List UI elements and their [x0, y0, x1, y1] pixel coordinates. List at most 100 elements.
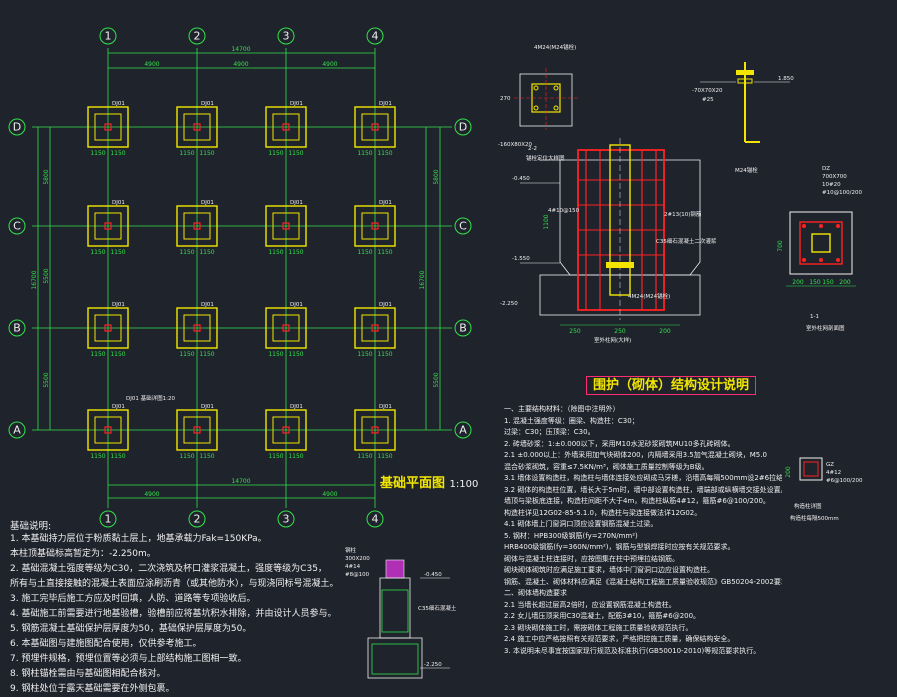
- footing-dim-left: 1150: [179, 351, 194, 358]
- dim-total-right: 16700: [419, 270, 426, 289]
- dim-span-1: 4900: [144, 61, 159, 68]
- footing-dim-left: 1150: [90, 249, 105, 256]
- axis-bubble-circle: [188, 510, 206, 528]
- column-stub: [282, 324, 290, 332]
- d11-dim-2: 150: [809, 279, 821, 286]
- gz-text-a: 4#12: [826, 470, 841, 476]
- section-elev-mid: -1.550: [512, 256, 530, 262]
- axis-top-4: 4: [366, 27, 384, 45]
- d11-dim-4: 200: [839, 279, 851, 286]
- d11-text-c: 10#20: [822, 182, 841, 188]
- section-note-a: 2#13(10)钢筋: [664, 210, 702, 218]
- fs-note: C35细石混凝土: [418, 604, 457, 612]
- footing-label: DJ01: [290, 101, 303, 107]
- footing-inner: [94, 212, 122, 240]
- dim-span-2: 4900: [233, 61, 248, 68]
- axis-right-A: A: [454, 421, 472, 439]
- footing-outer: [265, 409, 307, 451]
- design-title: 围护（砌体）结构设计说明: [586, 376, 757, 395]
- footing-inner: [361, 113, 389, 141]
- design-note-line: 构造柱详见12G02-85-5.1.0，构造柱与梁连接做法详12G02。: [504, 508, 702, 517]
- bolt-plate-label: -70X70X20: [692, 88, 723, 94]
- column-stub: [104, 123, 112, 131]
- footing-label: DJ01: [379, 302, 392, 308]
- axis-bubble-label: 2: [194, 513, 201, 526]
- footing-outer: [354, 205, 396, 247]
- footing-inner: [94, 113, 122, 141]
- axis-top-2: 2: [188, 27, 206, 45]
- section-note-d: 4#10@150: [548, 208, 580, 214]
- column-stub: [371, 426, 379, 434]
- footing-label: DJ01: [112, 101, 125, 107]
- column-stub: [104, 426, 112, 434]
- footing-dim-left: 1150: [357, 150, 372, 157]
- footing-inner: [272, 212, 300, 240]
- d11-label: 1-1: [810, 314, 819, 320]
- axis-bubble-circle: [99, 510, 117, 528]
- section-dim-2: 250: [614, 328, 626, 335]
- design-notes: 一、主要结构材料：（除图中注明外）1. 混凝土强度等级：圈梁、构造柱：C30； …: [504, 404, 782, 657]
- footing-inner: [272, 113, 300, 141]
- footing-dim-right: 1150: [288, 249, 303, 256]
- note-line: 9. 钢柱处位于露天基础需要在外侧包裹。: [10, 684, 175, 694]
- note-line: 3. 施工完毕后施工方应及时回填，人防、道路等专项验收后。: [10, 594, 256, 604]
- design-note-line: 墙顶与梁板底连接，构造柱间距不大于4m，构造柱纵筋4#12，箍筋#6@100/2…: [504, 497, 770, 505]
- footing-dim-right: 1150: [288, 453, 303, 460]
- fs-text-a: 钢柱: [345, 546, 357, 554]
- design-note-line: 2.2 女儿墙压顶采用C30混凝土，配筋3#10，箍筋#6@200。: [504, 612, 701, 620]
- anchor-22-dim: 270: [500, 96, 511, 102]
- design-note-line: 2.3 砌块砌体施工时，需按砌体工程施工质量验收规范执行。: [504, 623, 693, 632]
- design-note-line: 钢筋、混凝土、砌体材料应满足《混凝土结构工程施工质量验收规范》GB50204-2…: [504, 577, 782, 586]
- column-stub: [193, 426, 201, 434]
- footing-outer: [354, 409, 396, 451]
- plan-grid-lines: [32, 48, 452, 508]
- axis-bubble-label: B: [13, 322, 21, 335]
- dim-bottom-span-1: 4900: [144, 491, 159, 498]
- footing-dim-left: 1150: [357, 453, 372, 460]
- d11-caption: 室外柱网剖面图: [806, 324, 845, 332]
- column-stub: [193, 123, 201, 131]
- axis-bubble-circle: [454, 319, 472, 337]
- design-note-line: 砌体与混凝土柱连接时，应按图集在柱中预埋拉结钢筋。: [504, 554, 679, 563]
- d11-dim-v: 700: [777, 240, 784, 252]
- footing-outer: [354, 307, 396, 349]
- footing-inner: [361, 212, 389, 240]
- plan-detail-tag: DJ01 基础详图1:20: [126, 394, 175, 402]
- design-note-line: 砌块砌体砌筑时应满足施工要求，墙体中门窗洞口边应设置构造柱。: [504, 566, 714, 574]
- axis-bubble-circle: [277, 27, 295, 45]
- constructional-column-detail: 200 GZ 4#12 #6@100/200 构造柱详图 构造柱每隔500mm: [785, 457, 863, 522]
- column-stub: [371, 324, 379, 332]
- axis-right-D: D: [454, 118, 472, 136]
- footing-outer: [176, 106, 218, 148]
- footing-dim-right: 1150: [199, 351, 214, 358]
- note-line: 4. 基础施工前需要进行地基验槽，验槽前应将基坑积水排除，并由设计人员参与。: [10, 609, 337, 619]
- footing-section-detail: 钢柱 300X200 4#14 #8@100 -0.450 -2.250 C35…: [345, 546, 457, 679]
- design-note-line: HRB400级钢筋(fy=360N/mm²)，钢筋与型钢焊接时应按有关规范要求。: [504, 543, 735, 551]
- footing-dim-left: 1150: [268, 150, 283, 157]
- footing-dim-right: 1150: [110, 453, 125, 460]
- axis-bubble-label: 3: [283, 513, 290, 526]
- axis-bubble-circle: [366, 27, 384, 45]
- gz-dim: 200: [785, 466, 792, 478]
- note-line: 6. 本基础图与建施图配合使用，仅供参考施工。: [10, 639, 202, 649]
- column-stub: [104, 324, 112, 332]
- plan-title-block: 基础平面图 1:100: [380, 472, 478, 491]
